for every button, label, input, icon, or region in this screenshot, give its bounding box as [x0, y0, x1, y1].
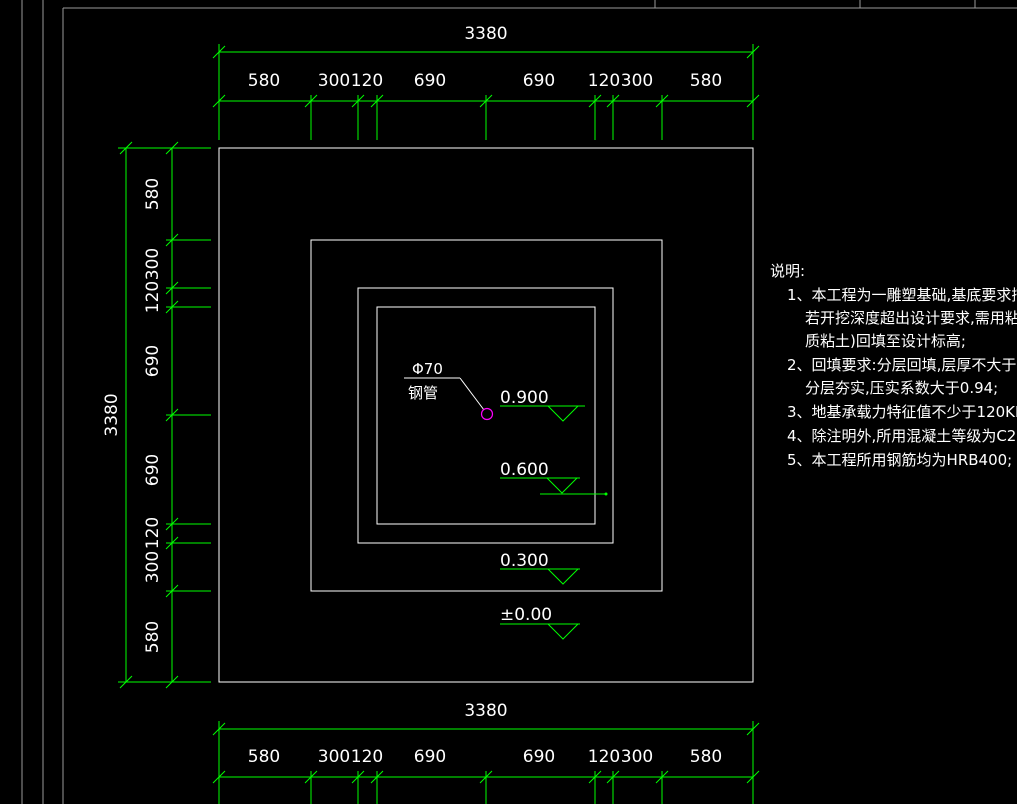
svg-text:分层夯实,压实系数大于0.94;: 分层夯实,压实系数大于0.94; [805, 379, 998, 397]
svg-text:120: 120 [351, 71, 383, 91]
foundation-outlines [218, 147, 754, 683]
svg-text:580: 580 [690, 747, 722, 767]
svg-text:5、本工程所用钢筋均为HRB400;: 5、本工程所用钢筋均为HRB400; [787, 451, 1012, 469]
svg-text:120: 120 [143, 517, 163, 549]
bottom-total-dim: 3380 [464, 701, 507, 721]
svg-text:质粘土)回填至设计标高;: 质粘土)回填至设计标高; [805, 332, 966, 350]
svg-text:0.300: 0.300 [500, 551, 549, 571]
svg-text:4、除注明外,所用混凝土等级为C25;: 4、除注明外,所用混凝土等级为C25; [787, 427, 1017, 445]
svg-text:0.600: 0.600 [500, 460, 549, 480]
svg-text:300: 300 [143, 248, 163, 280]
pipe-name-label: 钢管 [408, 384, 438, 402]
top-dimension: 3380 580 300 120 690 690 120 300 580 [212, 24, 760, 140]
elevation-mark-4: ±0.00 [500, 605, 580, 640]
viewport-frame [21, 0, 1017, 804]
svg-text:580: 580 [690, 71, 722, 91]
svg-text:690: 690 [414, 747, 446, 767]
svg-text:690: 690 [523, 71, 555, 91]
svg-text:690: 690 [143, 345, 163, 377]
svg-text:1、本工程为一雕塑基础,基底要求挖至原土: 1、本工程为一雕塑基础,基底要求挖至原土 [787, 286, 1017, 304]
bottom-dimension: 3380 580 300 120 690 690 120 300 580 [212, 701, 760, 804]
pipe-diameter-label: Φ70 [412, 360, 443, 378]
pipe-callout: Φ70 钢管 [404, 360, 494, 421]
svg-text:300: 300 [318, 71, 350, 91]
svg-text:±0.00: ±0.00 [500, 605, 552, 625]
top-total-dim: 3380 [464, 24, 507, 44]
svg-text:580: 580 [143, 621, 163, 653]
svg-text:3、地基承载力特征值不少于120KPa;: 3、地基承载力特征值不少于120KPa; [787, 403, 1017, 421]
svg-text:300: 300 [143, 551, 163, 583]
svg-text:若开挖深度超出设计要求,需用粘土(或素: 若开挖深度超出设计要求,需用粘土(或素 [805, 309, 1017, 327]
svg-text:300: 300 [621, 71, 653, 91]
left-total-dim: 3380 [102, 393, 122, 436]
pedestal [376, 306, 596, 525]
svg-text:120: 120 [588, 747, 620, 767]
second-step [310, 239, 663, 592]
svg-text:690: 690 [143, 454, 163, 486]
svg-text:300: 300 [318, 747, 350, 767]
svg-text:300: 300 [621, 747, 653, 767]
svg-text:690: 690 [523, 747, 555, 767]
svg-text:580: 580 [248, 747, 280, 767]
third-step [357, 287, 614, 544]
steel-pipe-icon [480, 407, 494, 421]
svg-text:0.900: 0.900 [500, 388, 549, 408]
outer-footing [218, 147, 754, 683]
design-notes: 说明: 1、本工程为一雕塑基础,基底要求挖至原土 若开挖深度超出设计要求,需用粘… [770, 262, 1017, 469]
elevation-mark-2: 0.600 [500, 460, 608, 496]
svg-text:2、回填要求:分层回填,层厚不大于300mm: 2、回填要求:分层回填,层厚不大于300mm [787, 356, 1017, 374]
svg-text:120: 120 [351, 747, 383, 767]
elevation-mark-3: 0.300 [500, 551, 580, 585]
svg-text:580: 580 [248, 71, 280, 91]
left-dimension: 3380 580 300 120 690 690 120 300 580 [102, 141, 211, 689]
elevation-mark-1: 0.900 [500, 388, 585, 422]
svg-text:120: 120 [588, 71, 620, 91]
notes-title: 说明: [770, 262, 805, 280]
svg-text:120: 120 [143, 281, 163, 313]
svg-text:580: 580 [143, 178, 163, 210]
svg-text:690: 690 [414, 71, 446, 91]
